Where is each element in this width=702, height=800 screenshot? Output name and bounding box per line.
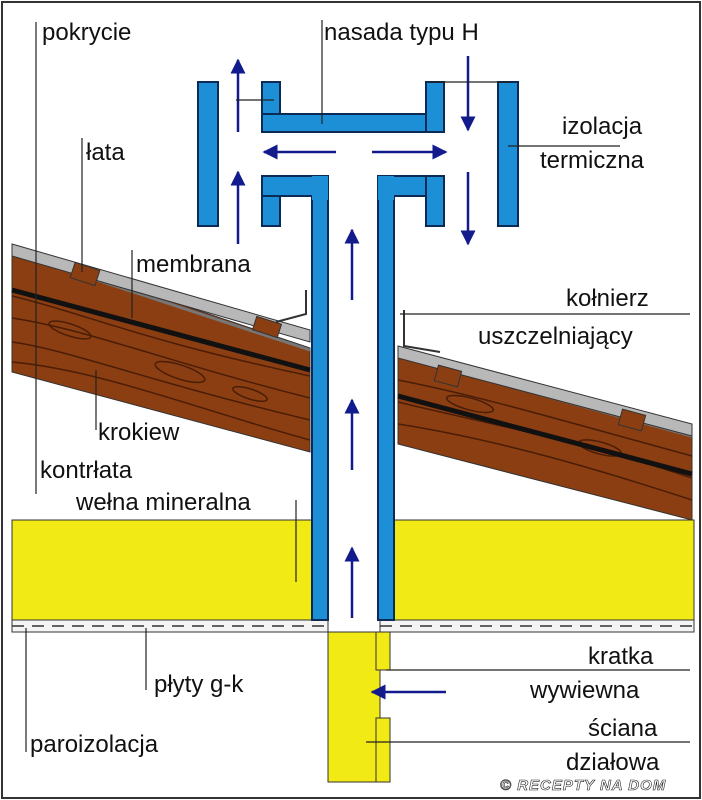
sealing-flange-left (275, 290, 307, 323)
label-sciana-line1: ściana (588, 715, 658, 742)
label-lata: łata (86, 139, 125, 166)
label-kontrlata: kontrłata (40, 457, 133, 484)
roof-left (11, 243, 311, 453)
thermal-insulation-left (197, 81, 219, 227)
batten-right-2 (617, 408, 647, 432)
label-pokrycie: pokrycie (42, 19, 131, 46)
label-kolnierz-line1: kołnierz (566, 285, 649, 312)
label-kratka-line1: kratka (588, 643, 654, 670)
roof-right (397, 310, 693, 521)
label-plyty: płyty g-k (154, 671, 244, 698)
label-sciana-line2: działowa (566, 749, 660, 776)
label-nasada: nasada typu H (324, 19, 479, 46)
h-type-cap (261, 81, 445, 227)
label-izolacja-line2: termiczna (540, 147, 645, 174)
thermal-insulation-right (497, 81, 519, 227)
label-paroizolacja: paroizolacja (30, 731, 159, 758)
sealing-flange-right (403, 310, 441, 353)
mineral-wool-left (11, 519, 313, 621)
counter-batten-right (397, 393, 693, 477)
batten-left-2 (251, 315, 283, 339)
watermark: © RECEPTY NA DOM (500, 777, 666, 794)
label-izolacja-line1: izolacja (562, 113, 643, 140)
label-kratka-line2: wywiewna (529, 677, 640, 704)
batten-right-1 (433, 364, 463, 388)
counter-batten-left (11, 287, 311, 373)
label-kolnierz-line2: uszczelniający (478, 323, 633, 350)
ventilation-duct (311, 195, 395, 621)
batten-left-1 (69, 261, 101, 287)
airflow-arrows (230, 56, 476, 700)
label-welna: wełna mineralna (75, 489, 251, 516)
label-krokiew: krokiew (98, 419, 180, 446)
mineral-wool-right (393, 519, 695, 621)
ceiling-layers (11, 619, 695, 633)
label-membrana: membrana (136, 251, 251, 278)
leader-lines (25, 20, 690, 752)
partition-wall (327, 631, 391, 783)
roof-cover-right (397, 345, 693, 437)
